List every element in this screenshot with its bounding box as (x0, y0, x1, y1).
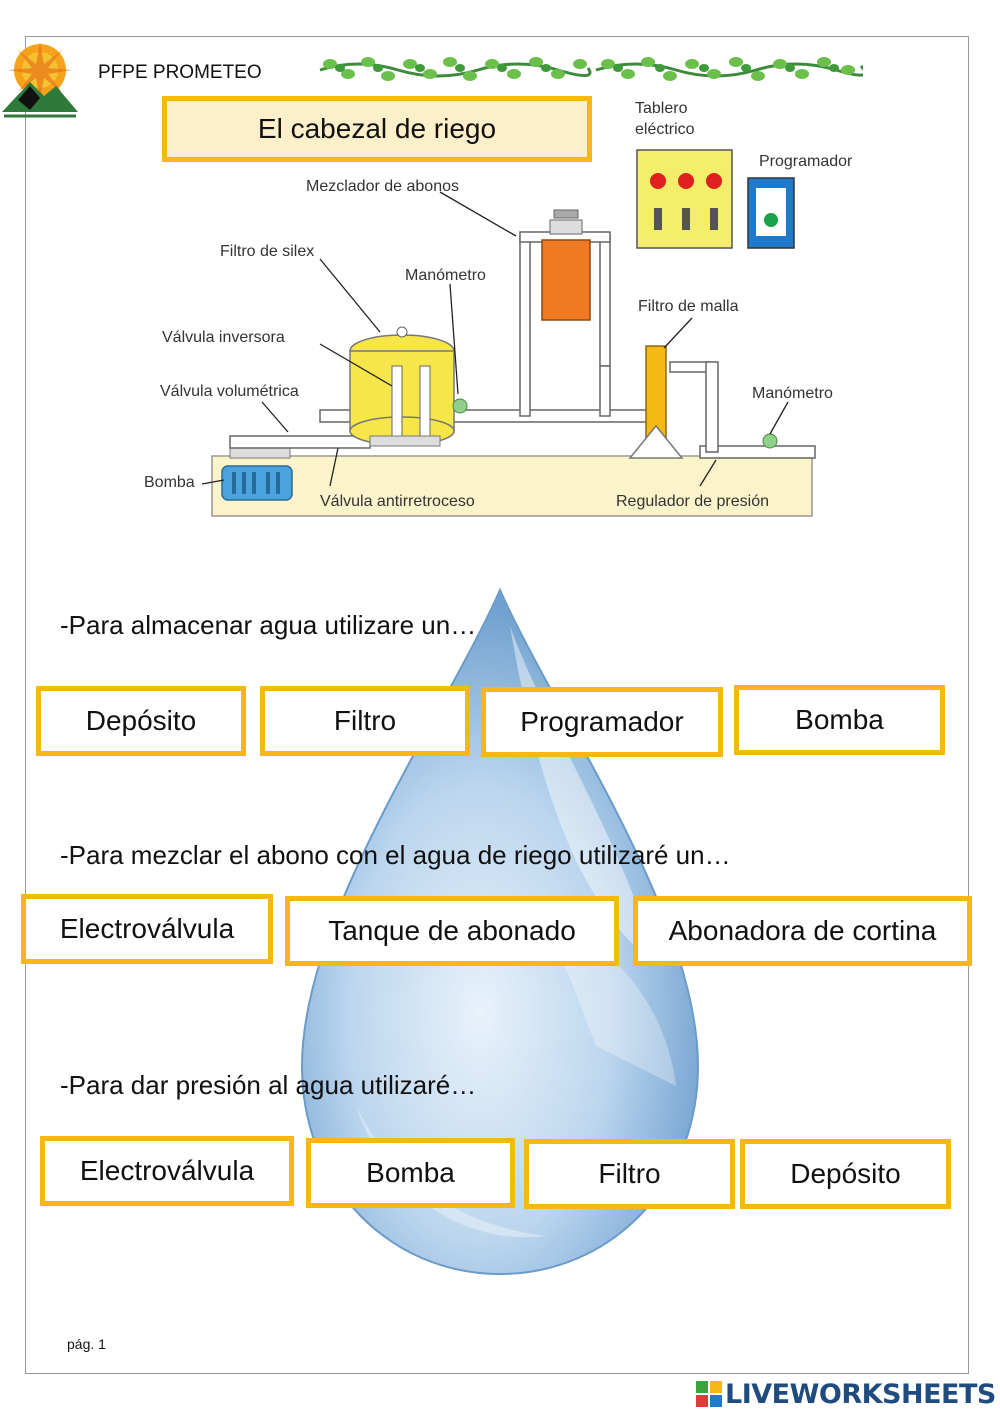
label-valvula-volumetrica: Válvula volumétrica (160, 383, 299, 400)
page-title: El cabezal de riego (162, 96, 592, 162)
label-regulador-presion: Regulador de presión (616, 493, 769, 510)
label-programador: Programador (759, 153, 853, 170)
tablero-electrico-icon (636, 149, 733, 249)
question-3: -Para dar presión al agua utilizaré… (60, 1070, 477, 1100)
question-2: -Para mezclar el abono con el agua de ri… (60, 840, 731, 870)
irrigation-head-diagram: Tablero eléctrico Programador Mezclador … (144, 100, 853, 517)
label-bomba: Bomba (144, 474, 195, 491)
bomba-icon (221, 465, 293, 501)
vine-decoration-icon (319, 57, 863, 81)
label-manometro-1: Manómetro (405, 267, 486, 284)
q2-option-abonadora-cortina[interactable]: Abonadora de cortina (633, 896, 972, 966)
org-name: PFPE PROMETEO (98, 62, 262, 83)
label-filtro-silex: Filtro de silex (220, 243, 314, 260)
question-1: -Para almacenar agua utilizare un… (60, 610, 477, 640)
label-filtro-malla: Filtro de malla (638, 298, 739, 315)
q1-option-programador[interactable]: Programador (481, 687, 723, 757)
q1-option-bomba[interactable]: Bomba (734, 685, 945, 755)
page-number: pág. 1 (67, 1336, 106, 1352)
label-valvula-inversora: Válvula inversora (162, 329, 285, 346)
prometeo-logo-icon (2, 42, 78, 118)
label-manometro-2: Manómetro (752, 385, 833, 402)
mezclador-abonos-icon (541, 239, 591, 321)
liveworksheets-logo-icon (696, 1381, 722, 1407)
q1-option-filtro[interactable]: Filtro (260, 686, 470, 756)
label-valvula-antirretroceso: Válvula antirretroceso (320, 493, 475, 510)
label-mezclador: Mezclador de abonos (306, 178, 459, 195)
label-tablero-1: Tablero (635, 100, 688, 117)
q2-option-electrovalvula[interactable]: Electroválvula (21, 894, 273, 964)
liveworksheets-brand[interactable]: LIVEWORKSHEETS (696, 1378, 996, 1410)
q3-option-deposito[interactable]: Depósito (740, 1139, 951, 1209)
q1-option-deposito[interactable]: Depósito (36, 686, 246, 756)
q2-option-tanque-abonado[interactable]: Tanque de abonado (285, 896, 619, 966)
q3-option-bomba[interactable]: Bomba (306, 1138, 515, 1208)
page-frame (25, 36, 969, 1374)
label-tablero-2: eléctrico (635, 121, 695, 138)
q3-option-electrovalvula[interactable]: Electroválvula (40, 1136, 294, 1206)
q3-option-filtro[interactable]: Filtro (524, 1139, 735, 1209)
brand-text: LIVEWORKSHEETS (725, 1378, 996, 1410)
